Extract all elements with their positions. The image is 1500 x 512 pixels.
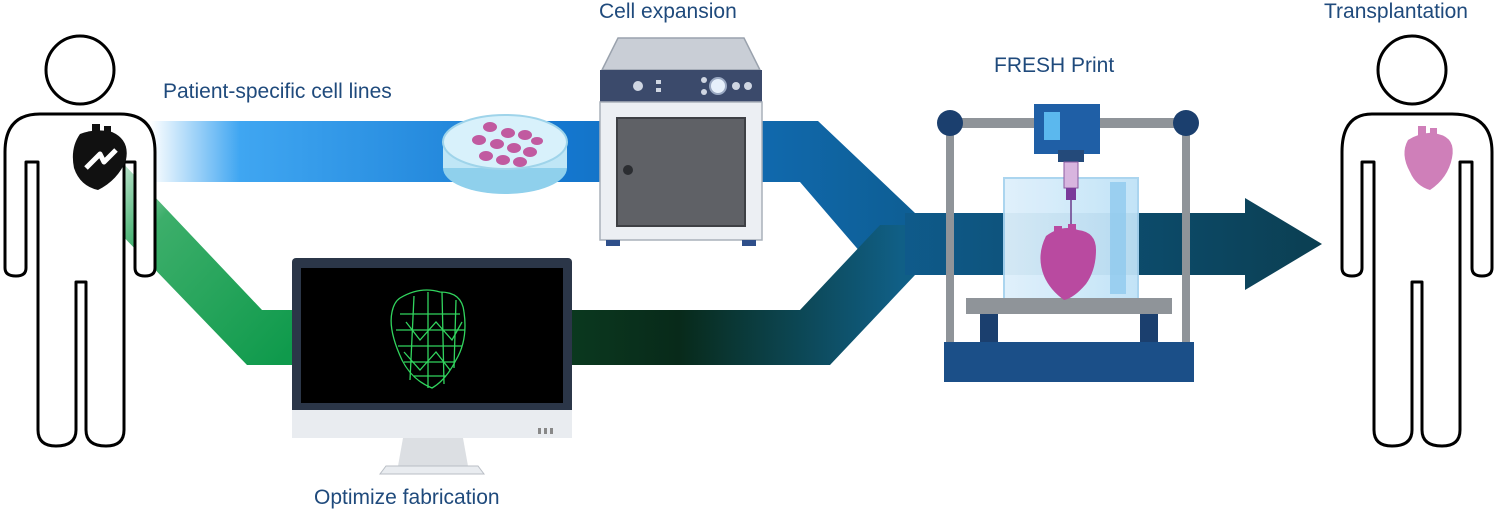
patient-cell-lines-label: Patient-specific cell lines [163,80,392,103]
incubator-icon [599,37,763,246]
optimize-fabrication-label: Optimize fabrication [314,486,500,509]
person-outline-icon-recipient [1340,34,1494,448]
diseased-heart-icon [72,124,127,190]
printed-heart-icon [1040,224,1096,300]
transplantation-label: Transplantation [1324,0,1468,23]
cell-expansion-label: Cell expansion [599,0,737,23]
wireframe-heart-icon [390,289,466,389]
bioprinter-icon [937,104,1199,382]
person-outline-icon [3,34,157,448]
fresh-print-label: FRESH Print [994,54,1115,77]
lower-flow-path [560,225,915,365]
petri-dish-icon [442,114,568,194]
computer-monitor-icon [292,258,572,475]
healthy-heart-icon [1404,126,1453,190]
